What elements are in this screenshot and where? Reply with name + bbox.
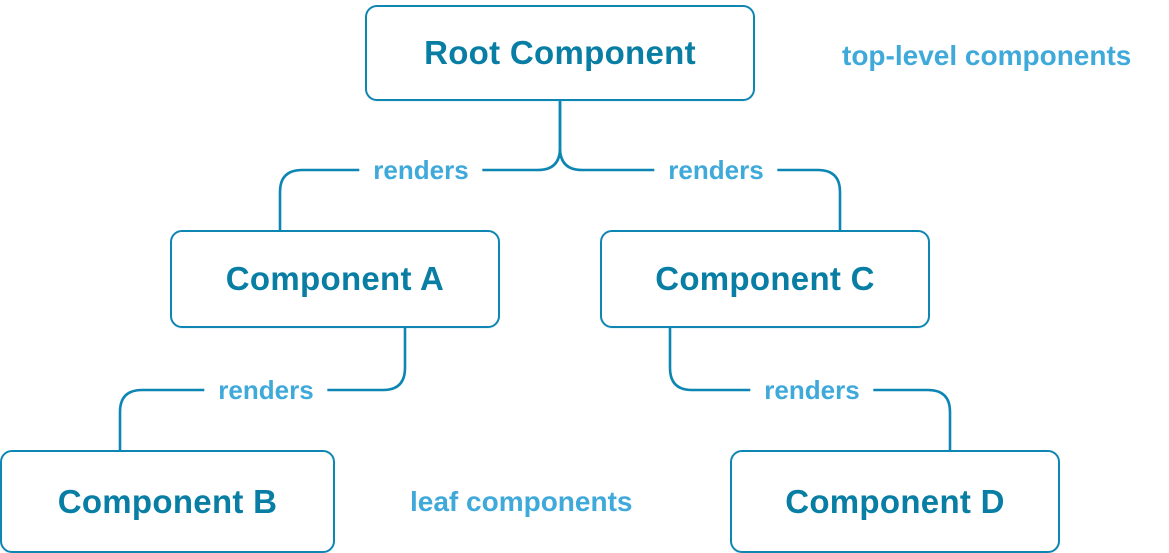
node-component-b-label: Component B [57, 482, 278, 520]
node-component-b: Component B [0, 450, 335, 553]
node-component-a: Component A [170, 230, 500, 328]
edge-label-root-to-c: renders [654, 157, 778, 183]
node-component-d-label: Component D [785, 482, 1005, 520]
node-root-component-label: Root Component [424, 34, 696, 71]
annotation-top-level-components: top-level components [842, 40, 1132, 71]
node-component-d: Component D [730, 450, 1060, 553]
edge-label-a-to-b: renders [204, 377, 328, 403]
node-root-component: Root Component [365, 5, 755, 101]
node-component-c-label: Component C [655, 260, 875, 297]
node-component-c: Component C [600, 230, 930, 328]
node-component-a-label: Component A [225, 260, 445, 297]
edge-label-c-to-d: renders [750, 377, 874, 403]
edge-label-root-to-a: renders [359, 157, 483, 183]
annotation-leaf-components: leaf components [410, 486, 633, 517]
